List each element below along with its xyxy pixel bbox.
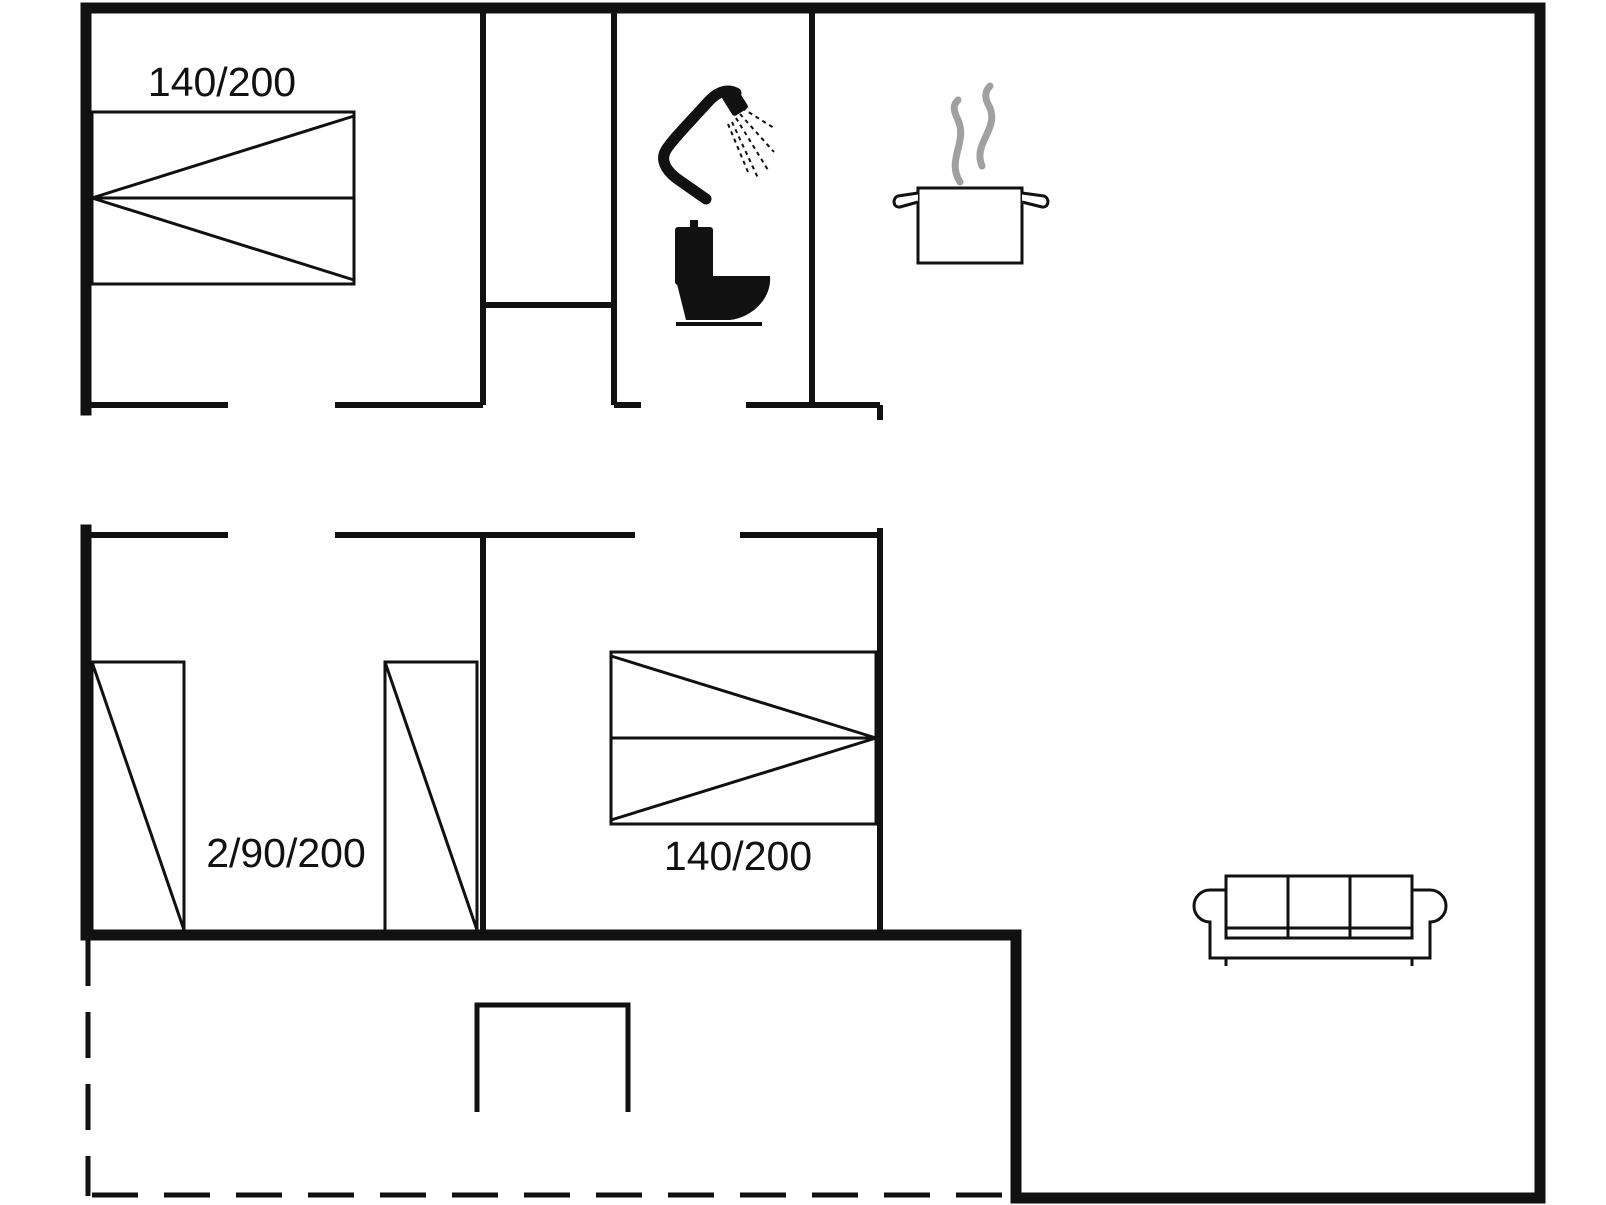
interior-walls — [86, 8, 883, 932]
terrace — [85, 940, 1012, 1198]
toilet-icon — [675, 220, 771, 326]
bed-size-label-3: 140/200 — [664, 833, 812, 879]
double-bed-2 — [609, 650, 878, 826]
single-bed-right — [383, 660, 479, 934]
terrace-table — [474, 1002, 631, 1112]
shower-icon — [658, 85, 775, 205]
bed-size-label-2: 2/90/200 — [206, 830, 366, 876]
cooking-pot-icon — [892, 82, 1050, 265]
sofa-icon — [1192, 874, 1448, 966]
single-bed-left — [90, 660, 186, 934]
bed-size-label-1: 140/200 — [148, 59, 296, 105]
double-bed-1 — [90, 110, 356, 286]
